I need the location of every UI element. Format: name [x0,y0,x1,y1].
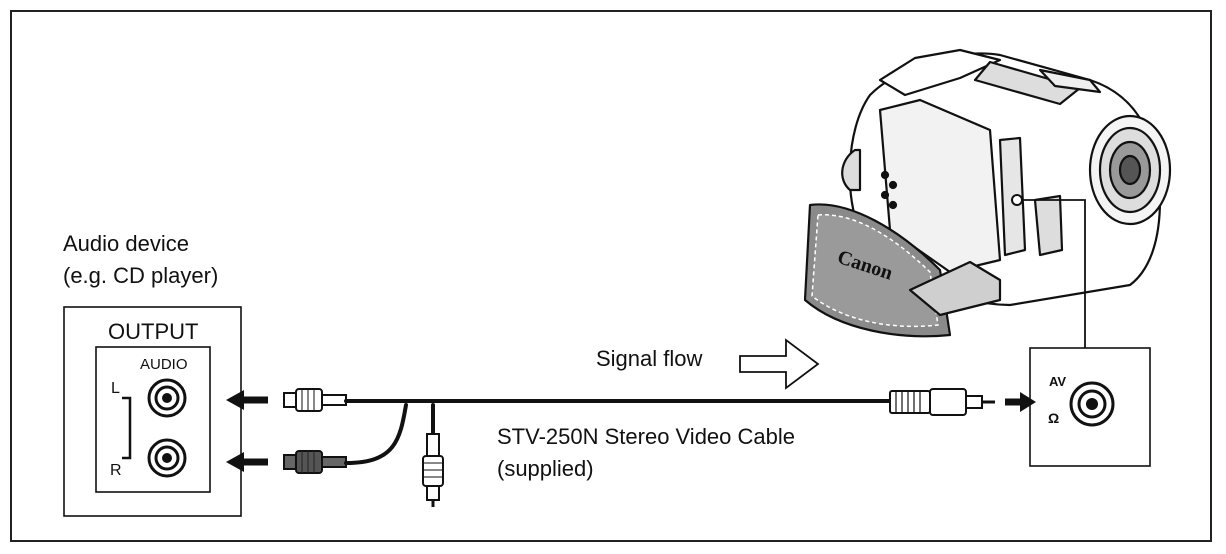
output-label: OUTPUT [108,319,199,344]
device-title-line2: (e.g. CD player) [63,263,219,288]
rca-plug-icon [283,450,347,474]
hollow-arrow-icon [739,338,820,390]
lr-bracket [122,396,132,460]
cable-label-line2: (supplied) [497,456,594,481]
av-leader-line [1017,199,1086,348]
rca-jack-icon [147,378,187,418]
device-title-line1: Audio device [63,231,189,256]
cable-label-line1: STV-250N Stereo Video Cable [497,424,795,449]
av-jack-label: AV [1049,374,1067,389]
audio-device-box [63,306,242,517]
diagram-frame [10,10,1212,542]
output-panel [95,346,211,493]
flow-arrow-right [1005,392,1036,412]
left-channel-label: L [111,380,120,397]
camcorder-illustration [803,48,1172,338]
minijack-plug-icon [889,388,995,416]
headphone-symbol: Ω [1048,410,1060,426]
flow-arrow-left-bottom [226,452,268,472]
cable-label: STV-250N Stereo Video Cable (supplied) [497,421,795,485]
av-port-marker [1011,194,1023,206]
rca-jack-icon [147,438,187,478]
rca-jack-icon [1069,381,1115,427]
signal-flow-label: Signal flow [596,346,703,371]
audio-label: AUDIO [140,356,188,373]
device-title: Audio device (e.g. CD player) [63,228,218,292]
av-jack-box [1029,347,1151,467]
right-channel-label: R [110,462,122,479]
rca-plug-icon [283,388,347,412]
flow-arrow-left-top [226,390,268,410]
rca-plug-icon [422,433,444,507]
